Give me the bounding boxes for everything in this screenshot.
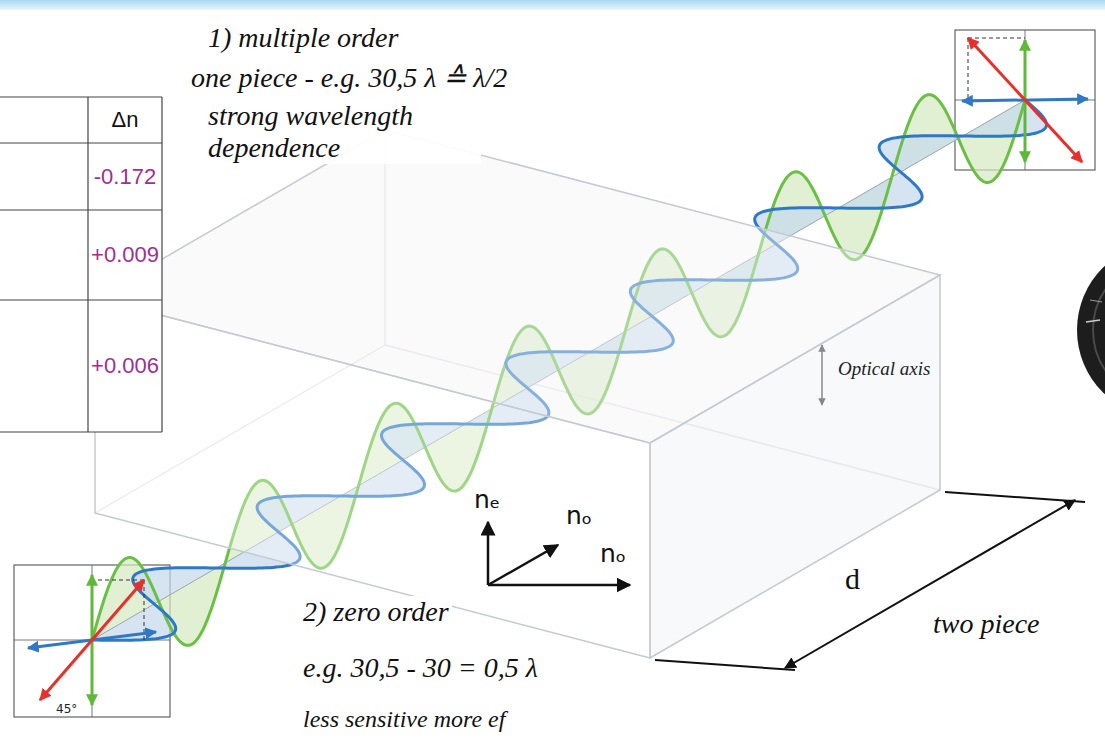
dashed-guide: [144, 580, 145, 640]
index-label: nₑ: [474, 486, 500, 514]
header-band: [0, 0, 1105, 10]
extension-line: [655, 660, 795, 670]
handwritten-note: e.g. 30,5 - 30 = 0,5 λ: [300, 652, 541, 684]
output-polarization: [962, 38, 1088, 162]
index-label: nₒ: [600, 540, 626, 568]
mount-tick: [1086, 320, 1100, 322]
extension-line: [945, 492, 1085, 502]
axis-label: Optical axis: [838, 358, 930, 380]
mount-tick: [1090, 300, 1102, 302]
axis-arrow: [488, 545, 558, 585]
handwritten-note: less sensitive more ef: [300, 706, 508, 734]
dashed-guide: [92, 580, 144, 581]
dashed-guide: [968, 38, 1025, 39]
axis-arrow: [488, 584, 630, 587]
table-ground: [0, 97, 162, 432]
dimension-label: d: [845, 562, 860, 595]
box-front-face: [95, 298, 650, 658]
polarization-arrow: [968, 38, 1082, 162]
handwritten-note: two piece: [930, 608, 1043, 640]
data-table: [0, 97, 162, 432]
index-label: nₒ: [566, 502, 592, 530]
thickness-dimension: [655, 492, 1085, 670]
handwritten-note: 2) zero order: [300, 596, 452, 628]
table-cell: +0.006: [88, 300, 162, 432]
crystal-box: [95, 130, 940, 658]
table-rule: [0, 431, 162, 432]
mount-ring: [1093, 258, 1105, 402]
handwritten-note: one piece - e.g. 30,5 λ ≙ λ/2: [188, 62, 510, 94]
table-rule: [0, 96, 162, 97]
table-cell: -0.172: [88, 143, 162, 210]
table-rule: [0, 299, 162, 300]
table-rule: [161, 97, 162, 432]
input-polarization: [28, 575, 156, 705]
angle-label: 45°: [56, 702, 77, 716]
table-cell: +0.009: [88, 210, 162, 300]
polarization-arrow: [40, 580, 144, 700]
mount-body: [1077, 242, 1105, 418]
handwritten-note: 1) multiple order: [205, 22, 401, 54]
handwritten-note: strong wavelength dependence: [205, 100, 481, 164]
table-rule: [87, 97, 88, 432]
table-header: Δn: [88, 97, 162, 143]
dimension-line: [785, 500, 1075, 668]
optical-axis-arrow: [821, 345, 823, 405]
waveplate-mount: [1077, 242, 1105, 418]
table-rule: [0, 142, 162, 143]
dashed-guide: [968, 38, 969, 100]
axis-arrow: [487, 522, 490, 585]
table-rule: [0, 209, 162, 210]
box-side-face: [650, 275, 940, 658]
index-axes: [488, 522, 630, 585]
